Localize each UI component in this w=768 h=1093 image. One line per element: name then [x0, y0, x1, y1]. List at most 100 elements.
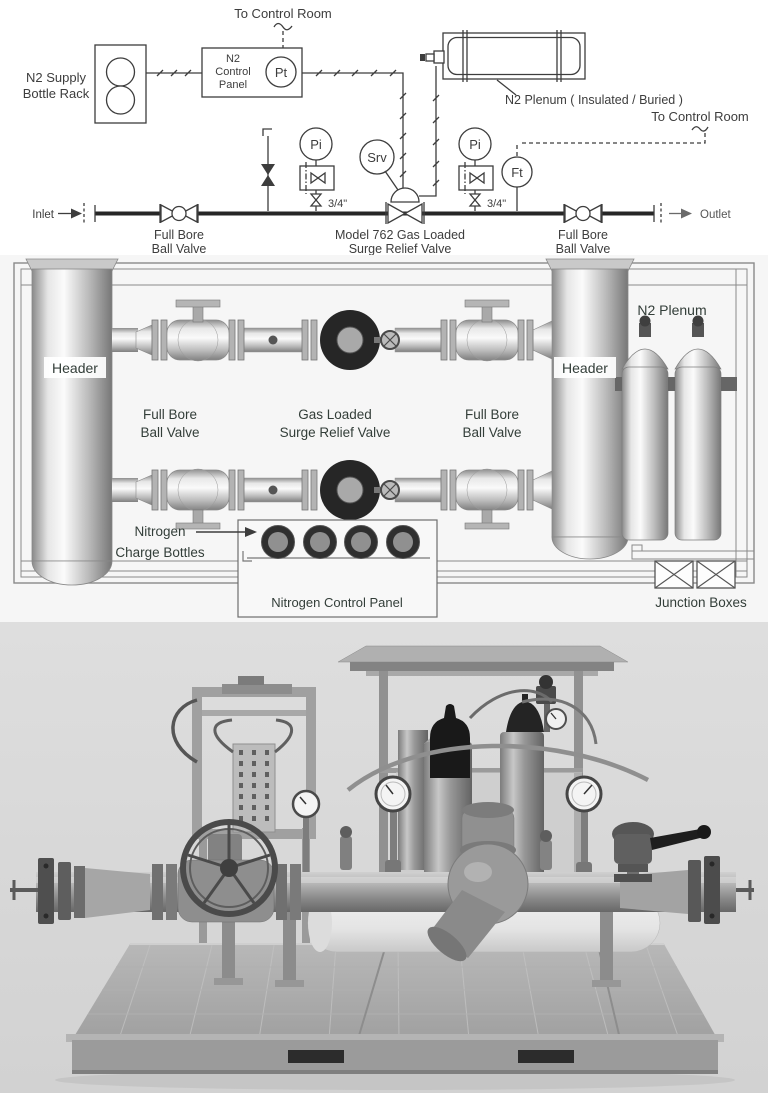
control-panel-label-1: N2 [226, 53, 240, 65]
pipe-train-top [112, 299, 553, 370]
header-right-label: Header [562, 360, 608, 376]
small-valve [340, 836, 352, 870]
header-labels: Header Header [44, 357, 616, 378]
header-right-vessel [545, 258, 635, 560]
srv-instrument-bubble [359, 139, 395, 175]
surge-valve-top [320, 310, 400, 370]
ball-icon [171, 205, 187, 222]
junction-boxes: Junction Boxes [631, 544, 755, 610]
header-left-vessel [25, 258, 119, 586]
ball-icon [575, 205, 591, 222]
valve-handle [175, 299, 221, 308]
n2-plenum: N2 Plenum ( Insulated / Buried ) [420, 30, 683, 107]
n2-bottle-dark [430, 704, 470, 778]
bottle-cap [639, 315, 651, 327]
supply-rack-label-1: N2 Supply [26, 70, 86, 85]
forklift-pocket [288, 1050, 344, 1063]
plan-valve-left-label-1: Full Bore [143, 407, 197, 422]
header-left-label: Header [52, 360, 98, 376]
charge-bottles-label-2: Charge Bottles [115, 545, 205, 560]
vent-valve-icon [261, 164, 275, 175]
hose [521, 697, 598, 745]
ball-valve-left-symbol [159, 203, 199, 224]
surge-valve-body [427, 802, 529, 962]
hose [468, 689, 554, 720]
n2-bottle-dark [506, 694, 544, 732]
charge-bottles-label-1: Nitrogen [134, 524, 185, 539]
tap-size-label: 3/4" [487, 198, 506, 210]
cable [171, 698, 198, 764]
charge-bottle-icons [261, 525, 420, 559]
n2-loading-hose [302, 69, 407, 188]
n2-control-panel: N2 Control Panel Pt [201, 47, 303, 98]
pt-instrument-bubble [265, 56, 297, 88]
ball-valve-bottom-left [166, 468, 230, 530]
schematic-equipment-labels: Full Bore Ball Valve Model 762 Gas Loade… [152, 228, 611, 255]
n2-supply-bottle-rack: N2 Supply Bottle Rack [23, 44, 147, 124]
bottle-icon [105, 85, 136, 115]
surge-valve-label-1: Model 762 Gas Loaded [335, 228, 465, 242]
plan-valve-right-label-1: Full Bore [465, 407, 519, 422]
outlet-flange [688, 856, 754, 924]
signal-break-icon [691, 126, 709, 132]
plenum-valve-icon [433, 50, 445, 64]
ball-valve-right-label-2: Ball Valve [556, 242, 611, 255]
plan-surge-label-1: Gas Loaded [298, 407, 372, 422]
outlet-marker: Outlet [669, 208, 731, 221]
plan-equipment-labels: Full Bore Ball Valve Gas Loaded Surge Re… [140, 407, 521, 440]
ball-valve-left-label-1: Full Bore [154, 228, 204, 242]
control-panel-label-3: Panel [219, 79, 247, 91]
plenum-label: N2 Plenum ( Insulated / Buried ) [505, 93, 683, 107]
ft-tag: Ft [511, 165, 523, 180]
ball-valve-left-label-2: Ball Valve [152, 242, 207, 255]
to-control-room-top-label: To Control Room [234, 6, 332, 21]
inlet-flange [38, 858, 85, 924]
ball-valve-right-label-1: Full Bore [558, 228, 608, 242]
ball-valve-right-symbol [563, 203, 603, 224]
nitrogen-control-panel-label: Nitrogen Control Panel [271, 595, 403, 610]
ball-valve-top-right [455, 299, 519, 362]
manifold-valve-icon [310, 171, 320, 185]
inlet-marker: Inlet [32, 208, 82, 221]
pipe-train-bottom [112, 460, 553, 530]
manifold-valve-icon [469, 171, 479, 185]
surge-valve-label-2: Surge Relief Valve [349, 242, 452, 255]
junction-boxes-label: Junction Boxes [655, 595, 747, 610]
pipe-supports [214, 910, 621, 987]
srv-instrument: Srv [359, 139, 399, 191]
plenum-hose [419, 66, 440, 197]
callout-arrow-icon [245, 527, 257, 537]
flow-arrow-icon [71, 208, 82, 219]
ft-instrument: Ft [501, 156, 533, 211]
valve-lever [650, 828, 708, 850]
srv-tag: Srv [367, 150, 387, 165]
control-panel-label-2: Control [215, 66, 250, 78]
to-control-room-right-label: To Control Room [651, 109, 749, 124]
equipment-photo [0, 622, 768, 1093]
tap-size-label: 3/4" [328, 198, 347, 210]
skid-base [66, 1034, 724, 1074]
pressure-gauges [291, 775, 603, 893]
dome-actuator-icon [390, 187, 420, 203]
plan-valve-left-label-2: Ball Valve [140, 425, 199, 440]
valve-handwheel [180, 819, 278, 917]
ball-valve-bottom-right [455, 468, 519, 530]
n2-plenum-bottles: N2 Plenum [615, 302, 737, 541]
manual-vent-valve [261, 128, 275, 211]
surge-relief-system-schematic: To Control Room N2 Supply Bottle Rack N2… [23, 6, 749, 255]
pilot-relief-valve [612, 822, 711, 882]
bottle-cap [692, 315, 704, 327]
valve-handle [464, 299, 510, 308]
plan-surge-label-2: Surge Relief Valve [280, 425, 391, 440]
drain-plug [268, 335, 278, 345]
plan-valve-right-label-2: Ball Valve [462, 425, 521, 440]
ground-shadow [55, 1070, 735, 1090]
control-room-link-right: To Control Room [516, 109, 749, 156]
pi-gauge-right: Pi 3/4" [458, 127, 506, 211]
plan-n2-plenum-label: N2 Plenum [637, 302, 706, 318]
pi-tag: Pi [310, 137, 322, 152]
charge-bottles-callout: Nitrogen Charge Bottles [115, 524, 257, 560]
skid-plan-drawing: N2 Plenum Full Bore Ball Valve Gas Loade… [0, 255, 768, 622]
gate-valve [177, 819, 278, 923]
